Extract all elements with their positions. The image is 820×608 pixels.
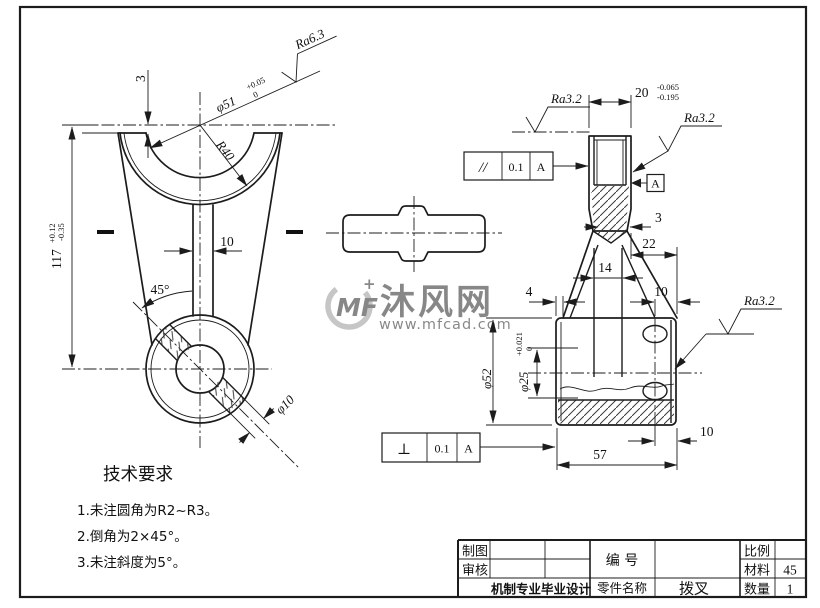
break-wavy-line: [559, 383, 675, 392]
dim-117: 117 +0.12 -0.35: [47, 223, 66, 269]
titleblock-material-label: 材料: [744, 564, 770, 579]
dim-10-stem: 10: [220, 234, 234, 249]
hole-section-hatch-lower: [208, 377, 245, 414]
tech-req-title: 技术要求: [103, 465, 173, 485]
dim-phi10: φ10: [272, 392, 297, 417]
titleblock-drafter-label: 制图: [462, 545, 488, 560]
dim-57: 57: [593, 447, 607, 462]
sheet-border: [18, 5, 808, 599]
svg-text:0: 0: [251, 89, 259, 100]
watermark-url: www.mfcad.com: [379, 317, 512, 333]
dim-phi25: φ25 +0.021 0: [514, 332, 534, 392]
datum-a-label: A: [651, 177, 660, 191]
parallelism-value: 0.1: [509, 160, 524, 174]
title-block: 制图 审核 机制专业毕业设计 编 号 零件名称 拨叉 比例 材料 数量 45 1: [457, 539, 806, 598]
dim-22: 22: [642, 236, 656, 251]
svg-text:+0.05: +0.05: [245, 75, 267, 92]
watermark: MF + 沐风网 www.mfcad.com: [325, 275, 512, 333]
watermark-logo-swoosh: [325, 282, 373, 330]
dim-phi51: φ51 +0.05 0: [213, 75, 267, 115]
hub-section-hatch: [558, 400, 674, 424]
perpendicularity-icon: ⊥: [397, 442, 411, 458]
tech-req-item-2: 2.倒角为2×45°。: [77, 529, 188, 545]
dim-20-tol-up: -0.065: [657, 82, 679, 92]
roughness-ra32-top-icon: Ra3.2: [525, 91, 590, 133]
svg-text:+0.021: +0.021: [514, 332, 524, 356]
hole-section-hatch-upper: [155, 324, 192, 361]
dim-45deg: 45°: [151, 282, 170, 297]
titleblock-qty-value: 1: [787, 582, 794, 597]
dim-10-bottom: 10: [700, 424, 714, 439]
roughness-ra32-hub-icon: Ra3.2: [674, 293, 782, 370]
roughness-ra32-hub-label: Ra3.2: [743, 293, 775, 308]
titleblock-qty-label: 数量: [744, 583, 770, 598]
watermark-site-name: 沐风网: [380, 283, 494, 323]
dim-20: 20: [635, 85, 649, 100]
titleblock-material-value: 45: [783, 563, 797, 578]
datum-a-flag: A: [631, 173, 665, 193]
dim-4: 4: [526, 284, 533, 299]
dim-phi52: φ52: [479, 368, 494, 389]
dim-20-tol-dn: -0.195: [657, 92, 679, 102]
parallelism-datum-ref: A: [537, 160, 546, 174]
titleblock-dept: 机制专业毕业设计: [491, 582, 592, 597]
stem-section-outline: [342, 205, 486, 262]
dim-3-right: 3: [655, 210, 662, 225]
dim-3-left: 3: [133, 75, 148, 82]
titleblock-checker-label: 审核: [462, 564, 488, 579]
watermark-logo-text: MF: [336, 293, 378, 322]
parallelism-icon: //: [478, 160, 489, 176]
section-view: [326, 196, 502, 272]
svg-text:0: 0: [524, 347, 534, 351]
dim-14: 14: [598, 260, 612, 275]
svg-text:φ51: φ51: [213, 93, 238, 115]
tech-req-item-3: 3.未注斜度为5°。: [77, 555, 186, 571]
technical-requirements: 技术要求 1.未注圆角为R2~R3。 2.倒角为2×45°。 3.未注斜度为5°…: [77, 465, 218, 571]
titleblock-partname-label: 零件名称: [597, 581, 647, 596]
parallelism-tolerance-frame: // 0.1 A: [463, 151, 589, 181]
svg-text:117: 117: [49, 249, 64, 269]
perpendicularity-value: 0.1: [435, 442, 450, 456]
side-view: 20 -0.065 -0.195 Ra3.2 Ra3.2 // 0.1 A: [381, 82, 782, 470]
roughness-ra32-right-label: Ra3.2: [683, 110, 715, 125]
dim-r40: R40: [212, 137, 238, 164]
titleblock-partname-value: 拨叉: [679, 580, 709, 598]
perpendicularity-tolerance-frame: ⊥ 0.1 A: [381, 432, 556, 463]
titleblock-scale-label: 比例: [744, 545, 770, 560]
pad-section-hatch: [591, 186, 629, 243]
roughness-ra32-top-label: Ra3.2: [550, 91, 582, 106]
roughness-ra32-right-icon: Ra3.2: [632, 110, 722, 173]
dim-10-top: 10: [654, 284, 668, 299]
titleblock-number-label: 编 号: [606, 553, 638, 569]
perpendicularity-datum-ref: A: [464, 442, 473, 456]
svg-text:-0.35: -0.35: [56, 223, 66, 241]
svg-text:φ25: φ25: [516, 371, 531, 392]
watermark-plus-icon: +: [363, 275, 376, 293]
tech-req-item-1: 1.未注圆角为R2~R3。: [77, 503, 218, 519]
front-view: φ10 45° 3 117 +0.12 -0.35 φ51 +0.05 0 Ra…: [47, 26, 337, 469]
svg-text:+0.12: +0.12: [47, 223, 57, 243]
